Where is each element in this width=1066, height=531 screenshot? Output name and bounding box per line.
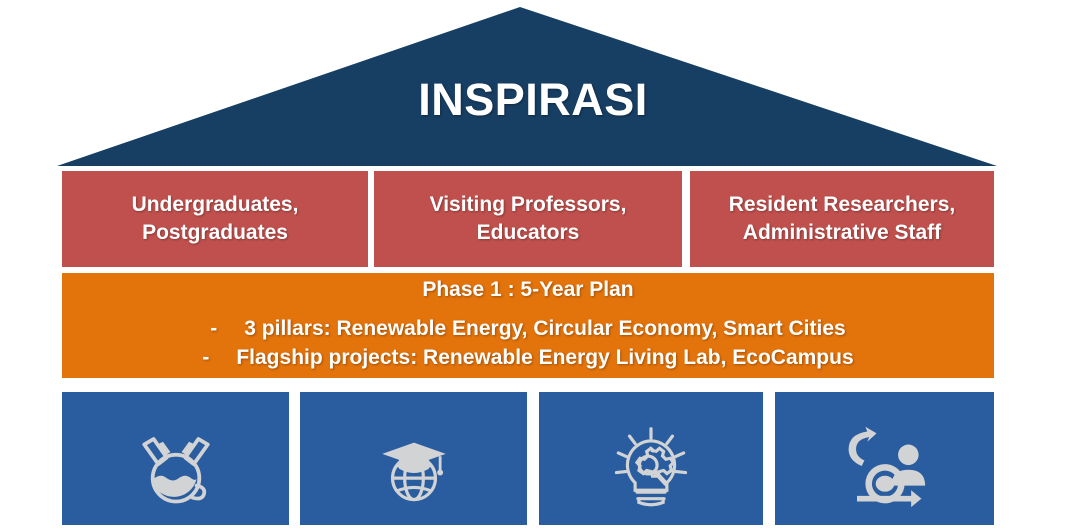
pillar-box-community[interactable] — [775, 392, 994, 525]
pillar-box-research[interactable] — [62, 392, 289, 525]
audience-box-staff[interactable]: Resident Researchers, Administrative Sta… — [690, 171, 994, 267]
phase-bullet-item: - 3 pillars: Renewable Energy, Circular … — [210, 314, 845, 343]
bullet-dash-icon: - — [210, 317, 218, 340]
audience-line-1: Resident Researchers, — [728, 193, 956, 216]
graduation-cap-globe-icon — [381, 442, 446, 501]
phase-title: Phase 1 : 5-Year Plan — [422, 278, 634, 301]
audience-box-staff-label: Resident Researchers, Administrative Sta… — [729, 191, 955, 247]
audience-line-2: Postgraduates — [142, 221, 288, 244]
pillar-box-education[interactable] — [300, 392, 527, 525]
roof-section: INSPIRASI — [0, 0, 1066, 170]
phase-bullet-list: - 3 pillars: Renewable Energy, Circular … — [62, 314, 994, 372]
roof-triangle-icon — [57, 7, 997, 166]
phase-bullet-text: 3 pillars: Renewable Energy, Circular Ec… — [244, 317, 846, 340]
audience-box-faculty-label: Visiting Professors, Educators — [430, 191, 627, 247]
chemistry-flask-icon — [141, 436, 210, 503]
audience-line-2: Administrative Staff — [742, 221, 942, 244]
pillar-box-innovation[interactable] — [539, 392, 763, 525]
audience-box-students[interactable]: Undergraduates, Postgraduates — [62, 171, 368, 267]
audience-line-1: Visiting Professors, — [429, 193, 627, 216]
cycle-person-icon — [848, 426, 925, 507]
bullet-dash-icon: - — [202, 346, 210, 369]
audience-box-faculty[interactable]: Visiting Professors, Educators — [374, 171, 682, 267]
phase-band: Phase 1 : 5-Year Plan - 3 pillars: Renew… — [62, 273, 994, 378]
audience-box-students-label: Undergraduates, Postgraduates — [132, 191, 299, 247]
audience-line-2: Educators — [476, 221, 580, 244]
phase-bullet-item: - Flagship projects: Renewable Energy Li… — [202, 343, 853, 372]
lightbulb-gear-icon — [614, 426, 688, 506]
audience-line-1: Undergraduates, — [131, 193, 299, 216]
phase-bullet-text: Flagship projects: Renewable Energy Livi… — [236, 346, 854, 369]
page-title: INSPIRASI — [418, 74, 648, 125]
